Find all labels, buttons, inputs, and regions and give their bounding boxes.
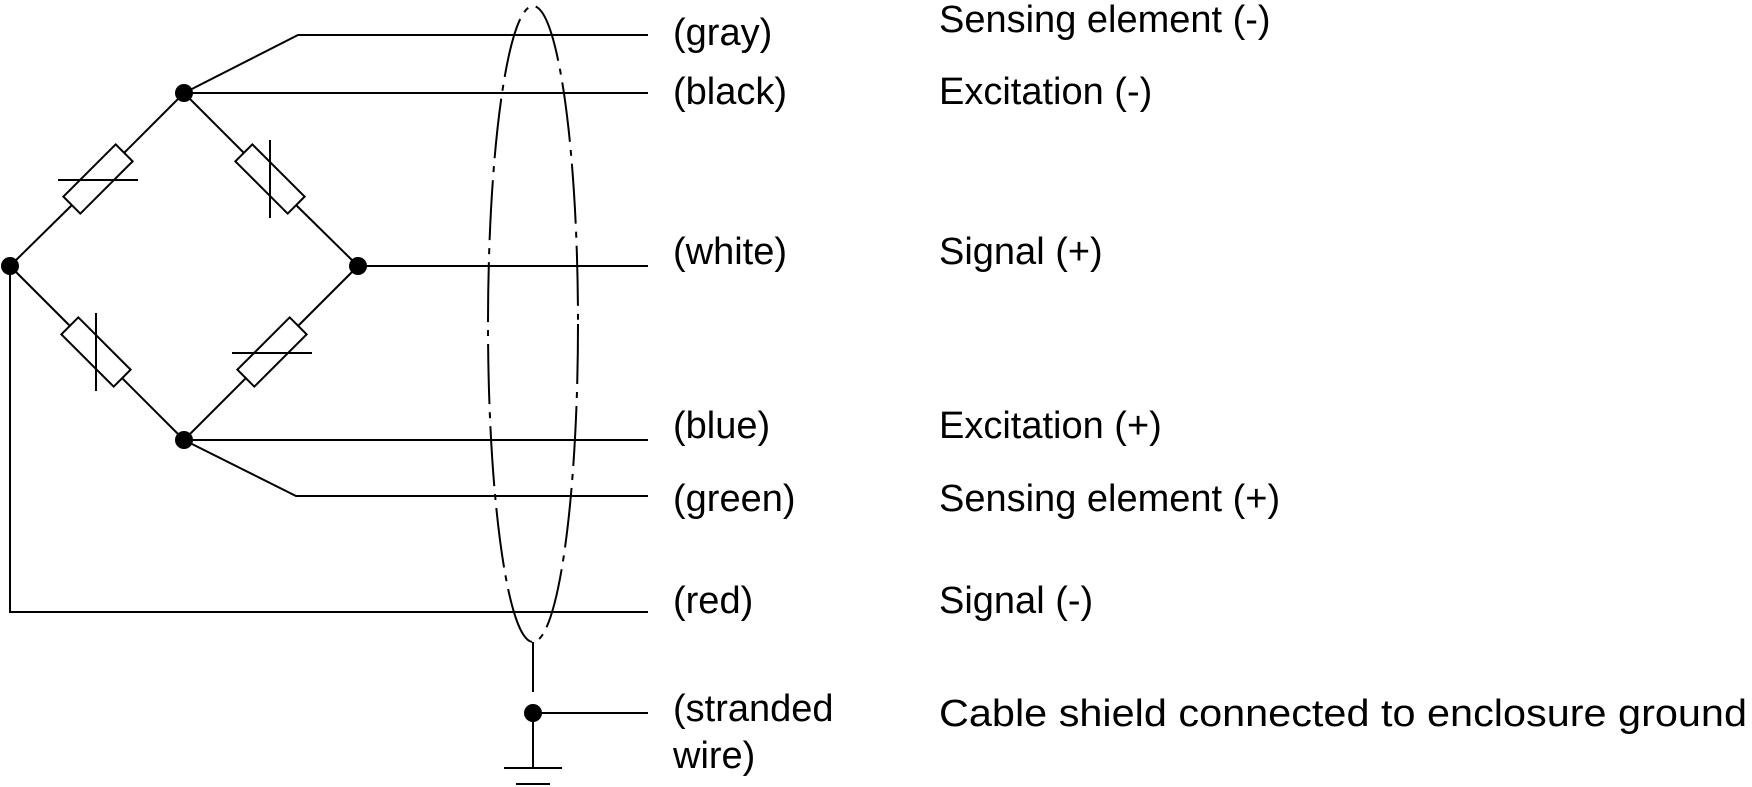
wire-gray-line bbox=[183, 34, 648, 94]
bridge-wire-top-left-b bbox=[9, 204, 73, 267]
bridge-wire-top-right-b bbox=[295, 204, 359, 267]
bridge-wire-left-bottom-b bbox=[121, 377, 185, 441]
bridge-node-right bbox=[349, 257, 367, 275]
wire-green-function-label: Sensing element (+) bbox=[939, 478, 1280, 520]
wire-red-line bbox=[9, 266, 648, 613]
cable-shield-ellipse bbox=[487, 5, 579, 643]
wire-black-color-label: (black) bbox=[673, 71, 787, 113]
wire-gray-color-label: (gray) bbox=[673, 12, 772, 54]
bridge-wire-left-bottom-a bbox=[9, 265, 71, 327]
bridge-wire-right-bottom-b bbox=[183, 377, 247, 441]
bridge-wire-top-right-a bbox=[183, 92, 245, 154]
bridge-wire-right-bottom-a bbox=[297, 265, 359, 327]
shield-wire-color-label-line2: wire) bbox=[672, 735, 755, 777]
bridge-circuit bbox=[9, 92, 359, 441]
wire-red-function-label: Signal (-) bbox=[939, 580, 1093, 622]
wire-green-color-label: (green) bbox=[673, 478, 796, 520]
wire-green-line bbox=[183, 439, 648, 497]
wire-white-function-label: Signal (+) bbox=[939, 231, 1103, 273]
shield-wire-function-label: Cable shield connected to enclosure grou… bbox=[939, 693, 1747, 735]
shield-ground bbox=[504, 642, 648, 785]
bridge-node-bottom bbox=[175, 431, 193, 449]
bridge-node-left bbox=[1, 257, 19, 275]
bridge-node-top bbox=[175, 84, 193, 102]
lead-wires bbox=[9, 34, 648, 613]
wire-white-color-label: (white) bbox=[673, 231, 787, 273]
bridge-wire-top-left-a bbox=[123, 92, 185, 154]
wire-gray-function-label: Sensing element (-) bbox=[939, 0, 1271, 41]
wire-blue-function-label: Excitation (+) bbox=[939, 405, 1162, 447]
shield-wire-color-label-line1: (stranded bbox=[673, 688, 834, 730]
shield-ground-node bbox=[524, 704, 542, 722]
wire-blue-color-label: (blue) bbox=[673, 405, 770, 447]
wire-red-color-label: (red) bbox=[673, 580, 753, 622]
wire-black-function-label: Excitation (-) bbox=[939, 71, 1152, 113]
